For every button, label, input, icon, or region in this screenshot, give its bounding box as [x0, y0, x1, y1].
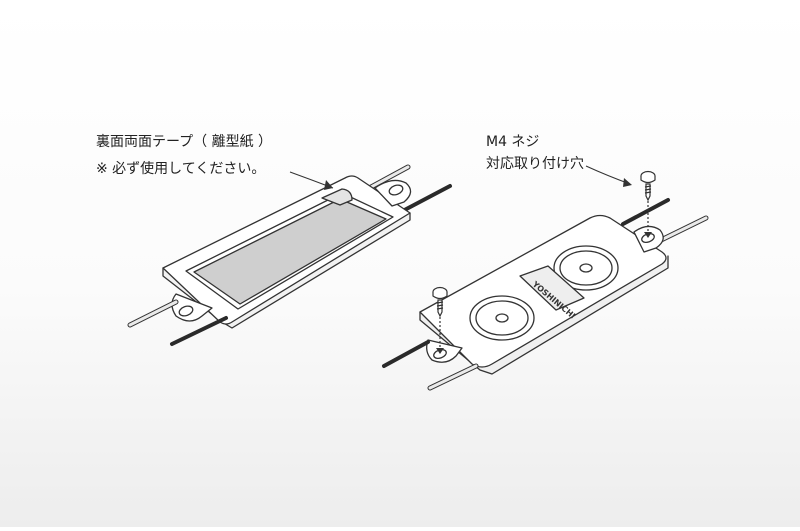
- brand-plate: [519, 265, 585, 311]
- tape-label: 裏面両面テープ（ 離型紙 ）: [96, 134, 273, 150]
- double-sided-tape: [193, 198, 387, 305]
- mounting-hole-label: 対応取り付け穴: [486, 156, 584, 172]
- mount-ear-left: [171, 293, 213, 322]
- screw-pointer-line: [585, 165, 631, 185]
- led-lens-upper: [553, 245, 619, 291]
- light-cable-front: [127, 299, 179, 328]
- screw-upper: [640, 170, 656, 202]
- back-view-module: [127, 164, 452, 346]
- right-dark-cable-front: [382, 340, 430, 368]
- screw-lower: [432, 286, 448, 318]
- tape-pointer-arrowhead: [324, 180, 333, 190]
- screw-lower-arrowhead: [436, 348, 444, 354]
- right-light-cable-front: [427, 363, 479, 391]
- mount-ear-right: [374, 179, 412, 207]
- dark-cable-front: [170, 316, 228, 346]
- right-dark-cable-back: [621, 198, 670, 226]
- front-view-module: [382, 198, 709, 391]
- led-lens-lower: [469, 295, 535, 341]
- screw-upper-arrowhead: [644, 232, 652, 238]
- screw-size-label: M4 ネジ: [486, 134, 540, 150]
- release-liner-flap: [321, 188, 353, 206]
- tape-note: ※ 必ず使用してください。: [96, 161, 266, 177]
- right-mount-ear-top: [633, 225, 664, 253]
- screw-pointer-arrowhead: [623, 178, 632, 187]
